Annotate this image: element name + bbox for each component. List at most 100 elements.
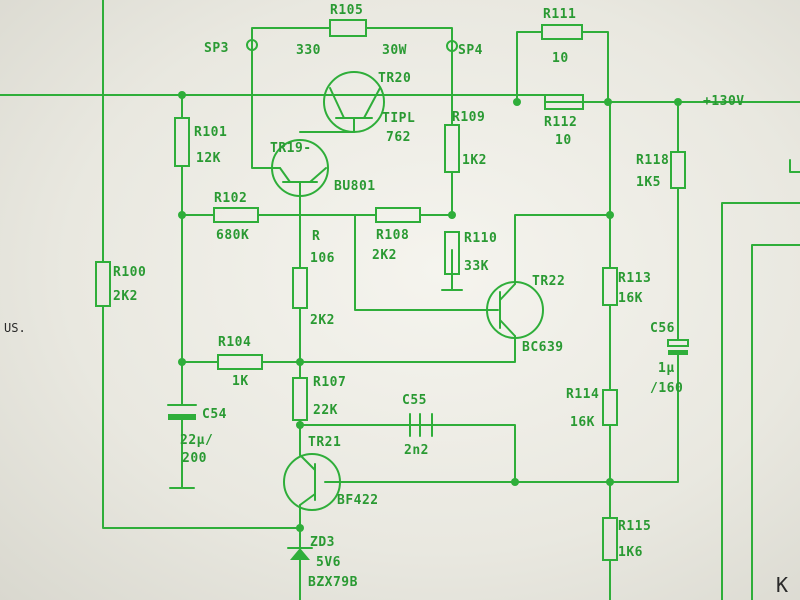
tr19-transistor: [271, 139, 329, 197]
r115-resistor: [602, 517, 618, 561]
c54-value-a: 22µ/: [180, 433, 213, 448]
sp3-terminal: [246, 39, 258, 51]
sp4-label: SP4: [458, 43, 483, 58]
r104-resistor: [217, 354, 263, 370]
tr21-type: BF422: [337, 493, 379, 508]
tr21-ref: TR21: [308, 435, 341, 450]
r106-value: 2K2: [310, 313, 335, 328]
junctions: [178, 91, 682, 532]
c54-capacitor: [167, 404, 197, 420]
r107-value: 22K: [313, 403, 338, 418]
r106-ref-a: R: [312, 229, 320, 244]
r100-resistor: [95, 261, 111, 307]
sp3-label: SP3: [204, 41, 229, 56]
c56-value-a: 1µ: [658, 361, 675, 376]
c55-capacitor: [409, 413, 433, 437]
r112-value: 10: [555, 133, 572, 148]
r105-ref: R105: [330, 3, 363, 18]
tr19-type: BU801: [334, 179, 376, 194]
tr20-ref: TR20: [378, 71, 411, 86]
r111-ref: R111: [543, 7, 576, 22]
r104-ref: R104: [218, 335, 251, 350]
r113-resistor: [602, 267, 618, 306]
r104-value: 1K: [232, 374, 249, 389]
r105-resistor: [329, 19, 367, 37]
r114-ref: R114: [566, 387, 599, 402]
r101-resistor: [174, 117, 190, 167]
wire-c54-column: [169, 361, 195, 489]
labels: SP3 SP4 +130V R105 330 30W R111 10 R112 …: [4, 3, 788, 597]
r100-value: 2K2: [113, 289, 138, 304]
zd3-value: 5V6: [316, 555, 341, 570]
tr21-transistor: [283, 453, 341, 511]
r109-ref: R109: [452, 110, 485, 125]
r105-extra: 30W: [382, 43, 407, 58]
rail-label: +130V: [703, 94, 745, 109]
r115-ref: R115: [618, 519, 651, 534]
frame-inner: [751, 244, 800, 600]
r110-ref: R110: [464, 231, 497, 246]
wire-left-bus: [102, 0, 301, 529]
tr20-type-b: 762: [386, 130, 411, 145]
wire-r111-loop: [516, 31, 609, 103]
r118-value: 1K5: [636, 175, 661, 190]
r106-ref-b: 106: [310, 251, 335, 266]
r108-ref: R108: [376, 228, 409, 243]
zd3-type: BZX79B: [308, 575, 358, 590]
r105-value: 330: [296, 43, 321, 58]
sp4-terminal: [446, 40, 458, 52]
margin-right-text: K: [776, 573, 788, 597]
r101-ref: R101: [194, 125, 227, 140]
c55-value: 2n2: [404, 443, 429, 458]
r102-resistor: [213, 207, 259, 223]
c56-value-b: /160: [650, 381, 683, 396]
tr20-transistor: [299, 71, 385, 133]
r109-resistor: [444, 124, 460, 173]
r108-value: 2K2: [372, 248, 397, 263]
zd3-zener: [287, 547, 313, 560]
frame-stub: [789, 159, 800, 173]
c54-value-b: 200: [182, 451, 207, 466]
c55-ref: C55: [402, 393, 427, 408]
wire-r104-line: [181, 335, 516, 363]
r115-value: 1K6: [618, 545, 643, 560]
wire-tr22-base: [354, 214, 499, 311]
margin-left-text: US.: [4, 321, 26, 335]
r118-ref: R118: [636, 153, 669, 168]
r109-value: 1K2: [462, 153, 487, 168]
tr22-transistor: [486, 281, 544, 339]
r112-ref: R112: [544, 115, 577, 130]
r106-resistor: [292, 267, 308, 309]
r100-ref: R100: [113, 265, 146, 280]
r111-resistor: [541, 24, 583, 40]
tr22-ref: TR22: [532, 274, 565, 289]
wire-c55-line: [299, 424, 516, 483]
frame-outer: [721, 202, 800, 600]
r114-resistor: [602, 389, 618, 426]
r113-ref: R113: [618, 271, 651, 286]
r114-value: 16K: [570, 415, 595, 430]
wire-tr22-collector: [514, 214, 611, 285]
c54-ref: C54: [202, 407, 227, 422]
c56-ref: C56: [650, 321, 675, 336]
wire-c56-column: [514, 101, 679, 483]
r102-ref: R102: [214, 191, 247, 206]
r107-resistor: [292, 377, 308, 421]
r113-value: 16K: [618, 291, 643, 306]
r108-resistor: [375, 207, 421, 223]
r112-resistor: [544, 94, 584, 110]
zd3-ref: ZD3: [310, 535, 335, 550]
r107-ref: R107: [313, 375, 346, 390]
r101-value: 12K: [196, 151, 221, 166]
r110-value: 33K: [464, 259, 489, 274]
tr22-type: BC639: [522, 340, 564, 355]
r102-value: 680K: [216, 228, 249, 243]
r111-value: 10: [552, 51, 569, 66]
r118-resistor: [670, 151, 686, 189]
tr19-ref: TR19-: [270, 141, 312, 156]
tr20-type-a: TIPL: [382, 111, 415, 126]
c56-capacitor: [667, 339, 689, 355]
